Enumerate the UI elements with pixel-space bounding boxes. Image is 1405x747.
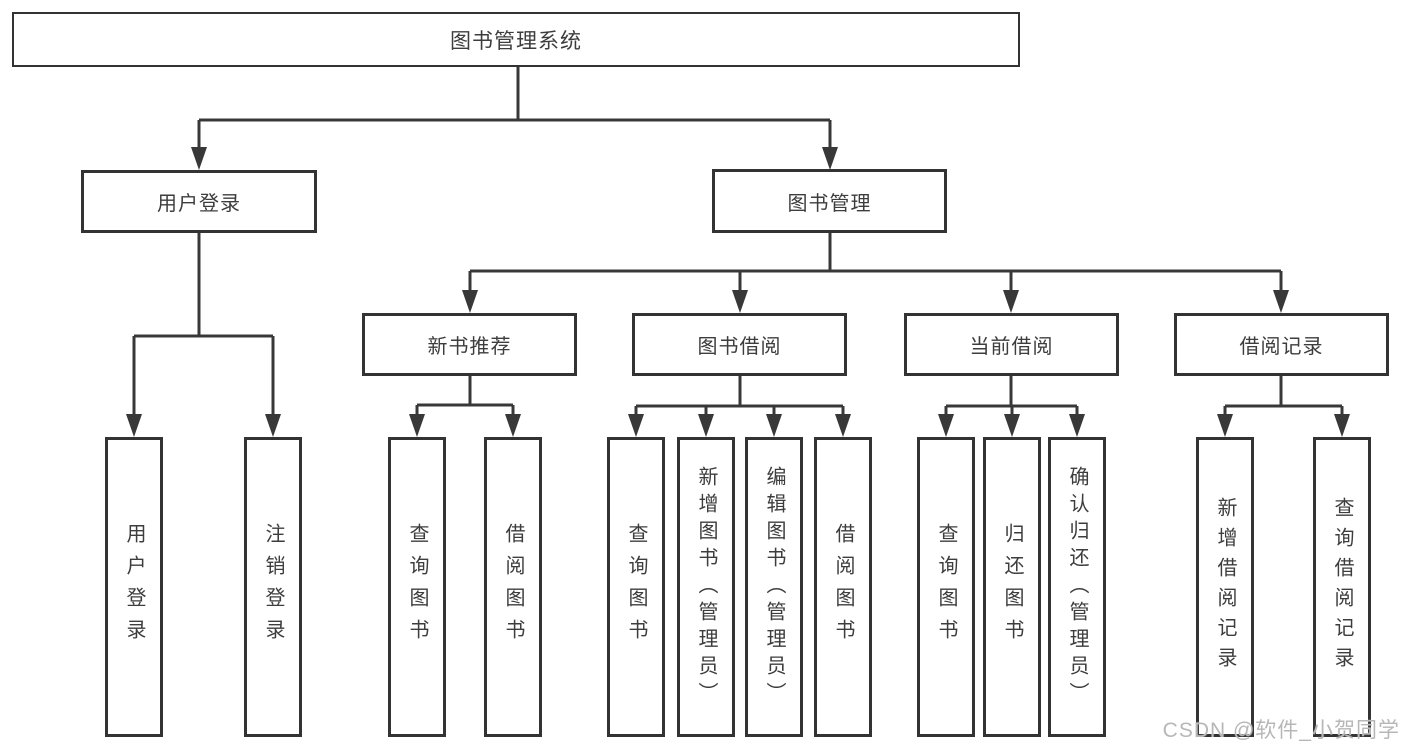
leaf-borrow-books-newrec-label: 借阅图书 (502, 523, 524, 651)
node-current-borrowing-label: 当前借阅 (969, 336, 1054, 358)
leaf-query-books-newrec: 查询图书 (388, 437, 446, 737)
edge-current-to-leaves (944, 376, 1079, 419)
leaf-add-books-admin: 新增图书（管理员） (677, 437, 735, 737)
leaf-return-books: 归还图书 (983, 437, 1041, 737)
edge-userlogin-to-leaves (132, 233, 275, 419)
node-book-borrowing: 图书借阅 (632, 313, 847, 376)
arrowheads (126, 147, 1350, 437)
edge-record-to-leaves (1223, 376, 1344, 419)
leaf-query-books-newrec-label: 查询图书 (406, 523, 428, 651)
leaf-confirm-return-admin-label: 确认归还（管理员） (1066, 465, 1088, 709)
leaf-query-books-borrow: 查询图书 (607, 437, 665, 737)
leaf-logout-label: 注销登录 (262, 523, 284, 651)
leaf-add-borrow-record-label: 新增借阅记录 (1214, 497, 1236, 677)
leaf-query-borrow-record: 查询借阅记录 (1313, 437, 1371, 737)
leaf-borrow-books-newrec: 借阅图书 (484, 437, 542, 737)
node-new-book-recommend-label: 新书推荐 (427, 336, 512, 358)
leaf-user-login-label: 用户登录 (123, 523, 145, 651)
leaf-confirm-return-admin: 确认归还（管理员） (1048, 437, 1106, 737)
edge-bookmgmt-to-level3 (468, 233, 1283, 295)
node-book-management: 图书管理 (712, 169, 947, 233)
edge-borrow-to-leaves (634, 376, 845, 419)
leaf-add-borrow-record: 新增借阅记录 (1196, 437, 1254, 737)
leaf-logout: 注销登录 (244, 437, 302, 737)
node-library-system-label: 图书管理系统 (450, 29, 582, 53)
leaf-query-books-current: 查询图书 (917, 437, 975, 737)
node-current-borrowing: 当前借阅 (904, 313, 1119, 376)
node-user-login: 用户登录 (81, 170, 317, 233)
node-borrowing-records-label: 借阅记录 (1239, 336, 1324, 358)
leaf-edit-books-admin-label: 编辑图书（管理员） (763, 465, 785, 709)
node-user-login-label: 用户登录 (157, 193, 241, 215)
leaf-query-books-borrow-label: 查询图书 (625, 523, 647, 651)
node-book-management-label: 图书管理 (787, 192, 872, 215)
leaf-query-borrow-record-label: 查询借阅记录 (1331, 497, 1353, 677)
csdn-watermark: CSDN @软件_小贺同学 (1162, 719, 1400, 742)
node-book-borrowing-label: 图书借阅 (697, 336, 782, 358)
leaf-borrow-books: 借阅图书 (814, 437, 872, 737)
edge-root-to-level2 (197, 67, 832, 152)
leaf-borrow-books-label: 借阅图书 (832, 523, 854, 651)
leaf-user-login: 用户登录 (105, 437, 163, 737)
edge-newrec-to-leaves (415, 376, 515, 419)
leaf-return-books-label: 归还图书 (1001, 523, 1023, 651)
leaf-edit-books-admin: 编辑图书（管理员） (745, 437, 803, 737)
node-borrowing-records: 借阅记录 (1174, 313, 1389, 376)
leaf-query-books-current-label: 查询图书 (935, 523, 957, 651)
node-library-system: 图书管理系统 (12, 12, 1020, 67)
node-new-book-recommend: 新书推荐 (362, 313, 577, 376)
leaf-add-books-admin-label: 新增图书（管理员） (695, 465, 717, 709)
